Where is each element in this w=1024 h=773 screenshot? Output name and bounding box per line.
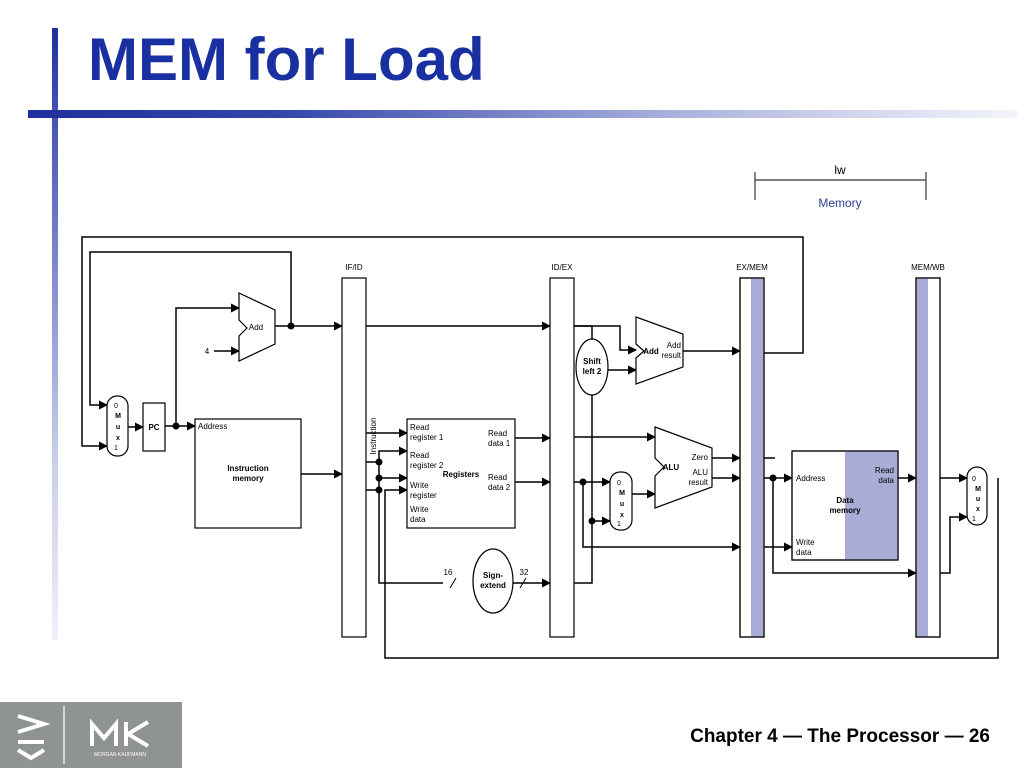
svg-text:Address: Address [796, 474, 825, 483]
svg-text:Address: Address [198, 422, 227, 431]
svg-text:1: 1 [972, 516, 976, 523]
svg-text:Add: Add [667, 341, 681, 350]
svg-text:32: 32 [520, 568, 529, 577]
svg-text:Read: Read [488, 473, 507, 482]
svg-text:PC: PC [148, 423, 159, 432]
pipeline-register-label: EX/MEM [736, 263, 768, 272]
svg-text:Read: Read [875, 466, 894, 475]
svg-text:Read: Read [488, 429, 507, 438]
mk-morgan-kaufmann-logo: MORGAN KAUFMANN [0, 702, 182, 768]
writeback-mux: 0 M u x 1 [966, 466, 988, 526]
pipeline-register-id-ex: ID/EX [549, 263, 575, 638]
svg-text:Registers: Registers [443, 470, 480, 479]
svg-text:M: M [619, 490, 625, 497]
svg-text:x: x [620, 512, 624, 519]
data-memory: Address Read data Data memory Write data [791, 450, 899, 561]
svg-text:Instruction: Instruction [227, 464, 268, 473]
svg-text:Write: Write [796, 538, 815, 547]
pipeline-register-label: IF/ID [345, 263, 363, 272]
svg-text:extend: extend [480, 581, 506, 590]
svg-text:Zero: Zero [692, 453, 709, 462]
pipeline-register-label: ID/EX [552, 263, 574, 272]
pc-mux: 0 M u x 1 [106, 395, 129, 457]
title-accent-vertical-bar [52, 28, 58, 640]
svg-text:ALU: ALU [663, 463, 680, 472]
svg-text:u: u [976, 496, 980, 503]
svg-text:Read: Read [410, 423, 429, 432]
svg-text:ALU: ALU [692, 468, 708, 477]
svg-text:x: x [116, 435, 120, 442]
branch-adder: Add Add result [635, 316, 684, 385]
instruction-bus-label: Instruction [369, 418, 378, 455]
logo-text: MORGAN KAUFMANN [94, 752, 146, 758]
svg-text:Write: Write [410, 481, 429, 490]
svg-text:Data: Data [836, 496, 854, 505]
shift-left-2-unit: Shift left 2 [575, 338, 609, 396]
svg-text:memory: memory [232, 474, 264, 483]
svg-text:0: 0 [972, 476, 976, 483]
bracket-stage-label: Memory [818, 196, 861, 210]
slide-footer: Chapter 4 — The Processor — 26 [690, 726, 990, 747]
svg-text:data 1: data 1 [488, 439, 511, 448]
alu: ALU Zero ALU result [654, 426, 713, 509]
svg-text:result: result [688, 478, 708, 487]
svg-text:16: 16 [444, 568, 453, 577]
pipeline-register-if-id: IF/ID Instruction [341, 263, 378, 638]
svg-text:1: 1 [114, 445, 118, 452]
svg-text:register 1: register 1 [410, 433, 444, 442]
slide-title: MEM for Load [88, 26, 485, 93]
title-accent-horizontal-bar [28, 110, 1018, 118]
svg-text:Add: Add [643, 347, 659, 356]
pipeline-register-mem-wb: MEM/WB [911, 263, 945, 638]
sign-extend-unit: Sign- extend 16 32 [444, 548, 529, 614]
svg-text:M: M [115, 413, 121, 420]
svg-text:u: u [116, 424, 120, 431]
alu-src-mux: 0 M u x 1 [609, 471, 633, 531]
svg-text:left 2: left 2 [583, 367, 602, 376]
bracket-instruction-label: lw [834, 163, 846, 177]
svg-text:memory: memory [829, 506, 861, 515]
pipeline-register-ex-mem: EX/MEM [736, 263, 768, 638]
wire-junctions [172, 322, 777, 525]
svg-text:register 2: register 2 [410, 461, 444, 470]
datapath-wires [81, 236, 999, 659]
pipeline-register-label: MEM/WB [911, 263, 945, 272]
svg-text:1: 1 [617, 521, 621, 528]
svg-text:register: register [410, 491, 437, 500]
logo-mark-icon: MORGAN KAUFMANN [16, 706, 150, 764]
svg-text:data: data [796, 548, 812, 557]
svg-text:u: u [620, 501, 624, 508]
svg-text:x: x [976, 506, 980, 513]
register-file: Read register 1 Read register 2 Write re… [406, 418, 516, 529]
constant-four: 4 [205, 347, 210, 356]
svg-text:Shift: Shift [583, 357, 601, 366]
svg-text:data: data [410, 515, 426, 524]
svg-text:0: 0 [114, 403, 118, 410]
svg-text:Sign-: Sign- [483, 571, 503, 580]
svg-text:data: data [878, 476, 894, 485]
svg-text:result: result [661, 351, 681, 360]
svg-text:Read: Read [410, 451, 429, 460]
svg-text:data 2: data 2 [488, 483, 511, 492]
svg-text:M: M [975, 486, 981, 493]
svg-text:Write: Write [410, 505, 429, 514]
stage-bracket: lw Memory [754, 163, 927, 210]
svg-text:0: 0 [617, 480, 621, 487]
pc-register: PC [142, 402, 166, 452]
instruction-memory: Address Instruction memory [194, 418, 302, 529]
pc-adder: Add [238, 292, 276, 362]
svg-text:Add: Add [249, 323, 263, 332]
